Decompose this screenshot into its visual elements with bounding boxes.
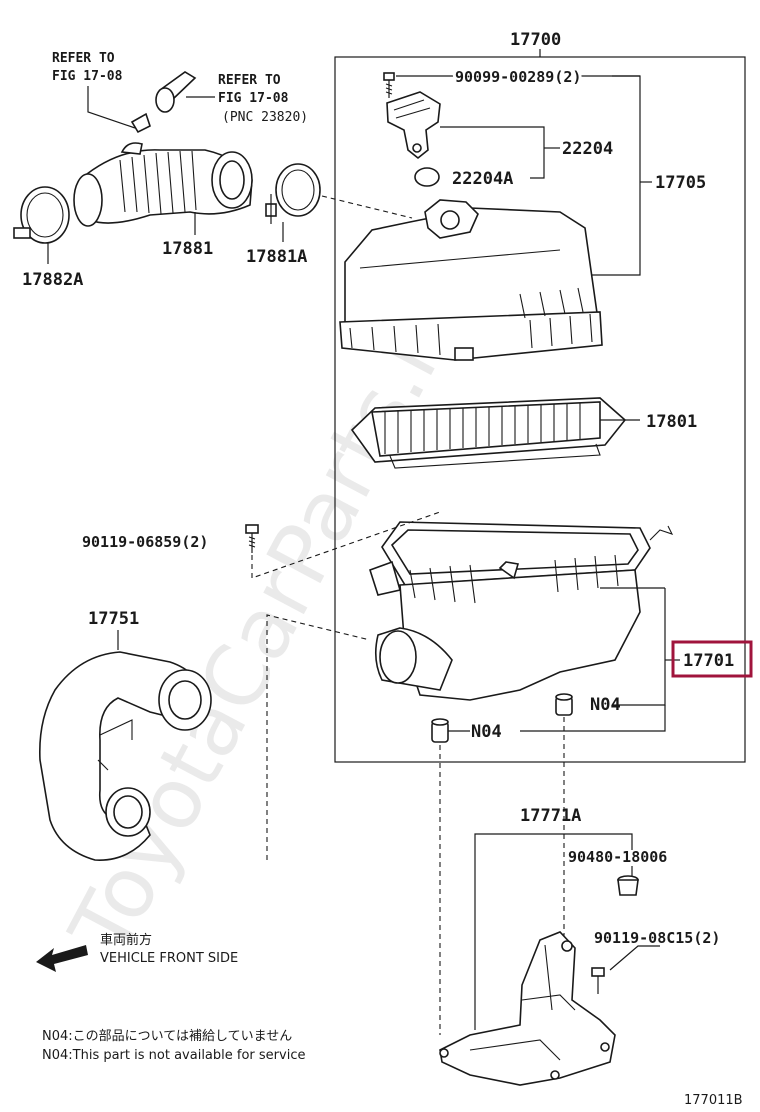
pcv-hose-fitting[interactable] (130, 71, 197, 134)
dash-bolt-to-case (251, 511, 441, 579)
part-label-90119-06859[interactable]: 90119-06859(2) (82, 533, 208, 551)
note-n04-en: N04:This part is not available for servi… (42, 1048, 305, 1063)
part-label-17701[interactable]: 17701 (683, 651, 734, 671)
leader-90119-08c15 (609, 945, 660, 971)
part-label-90119-08c15[interactable]: 90119-08C15(2) (594, 929, 720, 947)
part-label-17881[interactable]: 17881 (162, 239, 213, 259)
o-ring-22204a[interactable] (414, 167, 440, 187)
part-label-n04-a[interactable]: N04 (590, 695, 621, 715)
refer-to-1-line2[interactable]: FIG 17-08 (52, 69, 123, 84)
intake-hose-17881[interactable] (73, 142, 253, 227)
leader-22204 (440, 126, 545, 179)
dash-duct-to-case (266, 614, 371, 860)
intake-duct-17751[interactable] (38, 651, 212, 861)
part-label-17882a[interactable]: 17882A (22, 270, 83, 290)
air-cleaner-cap[interactable] (339, 199, 603, 361)
part-label-n04-b[interactable]: N04 (471, 722, 502, 742)
air-filter-element[interactable] (350, 397, 627, 469)
bolt-90119-08c15[interactable] (591, 967, 605, 994)
sensor-bolt-90099[interactable] (383, 72, 395, 98)
highlight-box-17701 (671, 640, 753, 678)
refer-to-1-line1: REFER TO (52, 51, 115, 66)
leader-17705-top (612, 75, 641, 182)
part-label-22204a[interactable]: 22204A (452, 169, 513, 189)
part-label-90480-18006[interactable]: 90480-18006 (568, 848, 667, 866)
bolt-90119-06859[interactable] (245, 524, 259, 553)
part-label-17700[interactable]: 17700 (510, 30, 561, 50)
vehicle-front-en: VEHICLE FRONT SIDE (100, 951, 238, 966)
hose-clamp-17881a[interactable] (265, 163, 321, 224)
leader-17705-bottom (570, 182, 641, 276)
vehicle-front-arrow-icon (36, 945, 88, 972)
bracket-17771a[interactable] (439, 931, 616, 1086)
leader-ref1 (87, 86, 136, 129)
grommet-90480-18006[interactable] (617, 875, 639, 896)
rubber-mount-n04-left[interactable] (431, 718, 449, 743)
note-n04-jp: N04:この部品については補給していません (42, 1029, 292, 1044)
figure-id: 177011B (684, 1093, 743, 1108)
refer-to-2-line2[interactable]: FIG 17-08 (218, 91, 289, 106)
part-label-17881a[interactable]: 17881A (246, 247, 307, 267)
rubber-mount-n04-right[interactable] (555, 693, 573, 716)
part-label-17751[interactable]: 17751 (88, 609, 139, 629)
refer-to-2-line3: (PNC 23820) (222, 110, 308, 125)
hose-clamp-17882a[interactable] (13, 186, 70, 244)
leader-17771a (474, 833, 633, 1030)
air-cleaner-case[interactable] (369, 521, 674, 701)
leader-n04-b-right (520, 705, 666, 732)
part-label-17771a[interactable]: 17771A (520, 806, 581, 826)
mass-air-flow-sensor[interactable] (386, 91, 441, 160)
part-label-22204[interactable]: 22204 (562, 139, 613, 159)
part-label-17801[interactable]: 17801 (646, 412, 697, 432)
dash-clamp-to-cap (321, 195, 413, 219)
part-label-90099-00289[interactable]: 90099-00289(2) (452, 65, 584, 89)
vehicle-front-jp: 車両前方 (100, 932, 152, 948)
refer-to-2-line1: REFER TO (218, 73, 281, 88)
part-label-17705[interactable]: 17705 (655, 173, 706, 193)
